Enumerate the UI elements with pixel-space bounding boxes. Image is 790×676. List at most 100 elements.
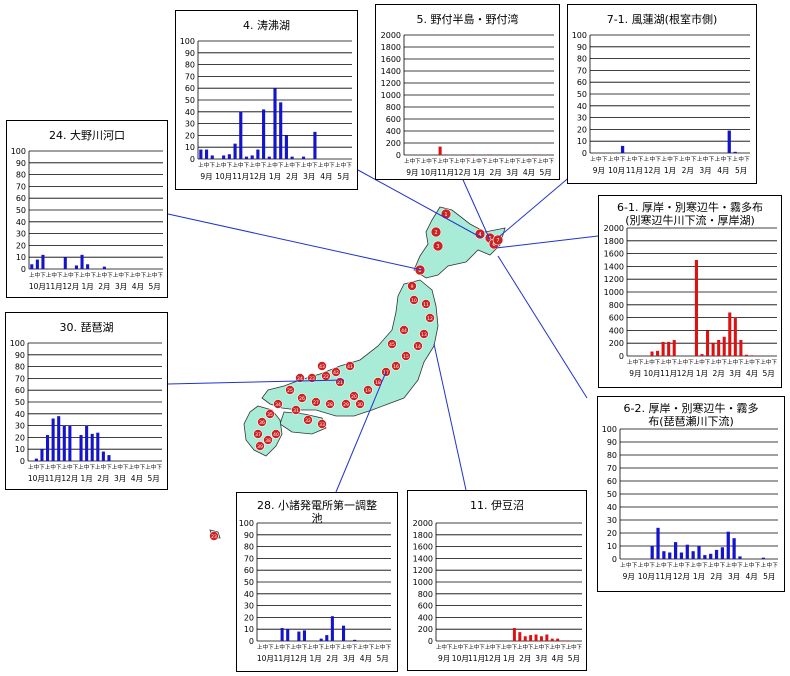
x-tick-label: 上 bbox=[257, 643, 263, 651]
y-tick-label: 50 bbox=[577, 90, 587, 99]
x-tick-label: 上 bbox=[335, 161, 341, 169]
site-marker-label: 26 bbox=[299, 396, 305, 402]
x-tick-label: 下 bbox=[40, 272, 46, 279]
y-tick-label: 800 bbox=[609, 301, 624, 310]
x-tick-label: 上 bbox=[679, 155, 685, 163]
x-tick-label: 上 bbox=[708, 561, 714, 569]
y-tick-label: 100 bbox=[10, 339, 25, 348]
y-tick-label: 200 bbox=[386, 139, 401, 148]
bar bbox=[62, 425, 66, 461]
x-tick-label: 上 bbox=[697, 155, 703, 163]
site-marker bbox=[363, 385, 373, 395]
month-label: 5月 bbox=[763, 369, 775, 378]
y-tick-label: 2000 bbox=[413, 519, 433, 528]
month-label: 4月 bbox=[131, 474, 143, 483]
x-tick-label: 下 bbox=[261, 162, 267, 169]
month-label: 5月 bbox=[147, 474, 159, 483]
y-tick-label: 80 bbox=[607, 451, 617, 460]
y-tick-label: 100 bbox=[180, 37, 195, 46]
x-tick-label: 中 bbox=[346, 643, 352, 651]
month-label: 12月 bbox=[249, 172, 266, 181]
chart-title: 24. 大野川河口 bbox=[49, 129, 125, 142]
x-tick-label: 上 bbox=[644, 358, 650, 366]
leader-line-11 bbox=[433, 343, 467, 491]
x-tick-label: 中 bbox=[543, 157, 549, 165]
x-tick-label: 下 bbox=[702, 562, 708, 569]
x-tick-label: 上 bbox=[421, 157, 427, 165]
x-tick-label: 上 bbox=[638, 561, 644, 569]
site-marker bbox=[257, 417, 267, 427]
x-tick-label: 下 bbox=[771, 359, 777, 366]
month-label: 1月 bbox=[664, 166, 676, 175]
x-tick-label: 上 bbox=[274, 643, 280, 651]
bar-chart: 0102030405060708090100上中下上中下上中下上中下上中下上中下… bbox=[572, 31, 751, 175]
x-tick-label: 上 bbox=[301, 161, 307, 169]
x-tick-label: 下 bbox=[532, 158, 538, 165]
x-tick-label: 中 bbox=[460, 157, 466, 165]
bar bbox=[102, 266, 106, 269]
bar bbox=[650, 546, 654, 559]
x-tick-label: 中 bbox=[410, 157, 416, 165]
site-marker-label: 9 bbox=[411, 284, 414, 290]
bar bbox=[733, 317, 737, 356]
x-tick-label: 下 bbox=[106, 464, 112, 471]
bar bbox=[488, 154, 492, 155]
x-tick-label: 下 bbox=[685, 562, 691, 569]
x-tick-label: 上 bbox=[29, 271, 35, 279]
x-tick-label: 中 bbox=[667, 155, 673, 163]
y-tick-label: 600 bbox=[386, 115, 401, 124]
bar bbox=[545, 634, 549, 641]
bar bbox=[650, 351, 654, 356]
leader-line-7-1 bbox=[499, 174, 573, 237]
x-tick-label: 上 bbox=[566, 643, 572, 651]
site-marker-label: 35 bbox=[267, 412, 273, 418]
y-tick-label: 50 bbox=[16, 206, 26, 215]
y-tick-label: 0 bbox=[249, 637, 254, 646]
site-marker-label: 10 bbox=[411, 298, 417, 304]
x-tick-label: 中 bbox=[522, 643, 528, 651]
month-label: 9月 bbox=[200, 172, 212, 181]
site-marker bbox=[273, 399, 283, 409]
bar-chart: 0102030405060708090100上中下上中下上中下上中下上中下上中下… bbox=[180, 37, 353, 181]
bar bbox=[325, 635, 329, 641]
y-tick-label: 0 bbox=[612, 555, 617, 564]
x-tick-label: 中 bbox=[306, 161, 312, 169]
site-marker bbox=[419, 329, 429, 339]
x-tick-label: 中 bbox=[238, 161, 244, 169]
x-tick-label: 下 bbox=[560, 644, 566, 651]
month-label: 1月 bbox=[473, 168, 485, 177]
x-tick-label: 下 bbox=[90, 272, 96, 279]
site-marker bbox=[407, 281, 417, 291]
x-tick-label: 中 bbox=[733, 358, 739, 366]
y-tick-label: 60 bbox=[185, 84, 195, 93]
x-tick-label: 中 bbox=[526, 157, 532, 165]
bar bbox=[80, 254, 84, 269]
site-marker-label: 18 bbox=[375, 380, 381, 386]
site-marker bbox=[373, 377, 383, 387]
x-tick-label: 中 bbox=[596, 155, 602, 163]
month-label: 3月 bbox=[506, 168, 518, 177]
x-tick-label: 上 bbox=[341, 643, 347, 651]
y-tick-label: 20 bbox=[577, 125, 587, 134]
y-tick-label: 60 bbox=[15, 386, 25, 395]
bar bbox=[444, 154, 448, 155]
bar bbox=[244, 156, 249, 159]
y-tick-label: 70 bbox=[577, 66, 587, 75]
bar bbox=[533, 154, 537, 155]
x-tick-label: 上 bbox=[660, 358, 666, 366]
x-tick-label: 下 bbox=[73, 464, 79, 471]
y-tick-label: 100 bbox=[239, 519, 254, 528]
month-label: 5月 bbox=[148, 282, 160, 291]
site-marker bbox=[317, 419, 327, 429]
y-tick-label: 30 bbox=[244, 602, 254, 611]
site-marker bbox=[341, 399, 351, 409]
x-tick-label: 中 bbox=[703, 155, 709, 163]
x-tick-label: 上 bbox=[404, 157, 410, 165]
month-label: 12月 bbox=[454, 168, 471, 177]
site-marker-label: 21 bbox=[337, 380, 343, 386]
bar bbox=[706, 330, 710, 356]
month-label: 2月 bbox=[713, 369, 725, 378]
x-tick-label: 上 bbox=[644, 155, 650, 163]
